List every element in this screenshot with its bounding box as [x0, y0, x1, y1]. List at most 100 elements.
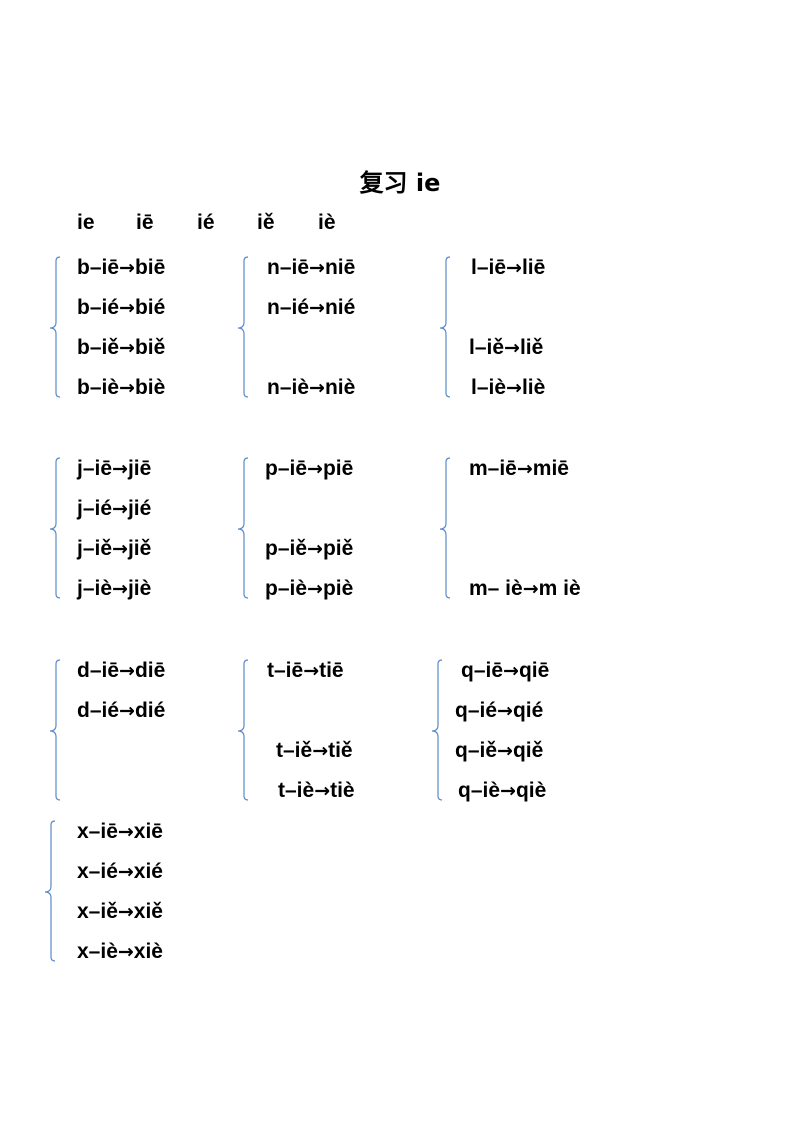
syllable-line: n–iē→niē — [267, 256, 355, 280]
syllable-line: d–iē→diē — [77, 659, 165, 683]
syllable-result: niè — [324, 376, 356, 399]
arrow-icon: → — [112, 578, 128, 600]
syllable-result: m iè — [538, 577, 581, 600]
syllable-result: niē — [324, 256, 356, 279]
arrow-icon: → — [516, 458, 533, 480]
syllable-line: p–iè→piè — [265, 577, 353, 601]
initial-final: l–iè — [471, 376, 507, 399]
syllable-result: miē — [532, 457, 569, 480]
syllable-line: d–ié→dié — [77, 699, 165, 723]
arrow-icon: → — [500, 780, 516, 802]
syllable-result: diē — [134, 659, 166, 682]
initial-final: p–iě — [265, 537, 308, 560]
syllable-line: l–iē→liē — [471, 256, 545, 280]
initial-final: x–iě — [77, 900, 118, 923]
arrow-icon: → — [506, 257, 522, 279]
initial-final: q–iē — [461, 659, 504, 682]
tone-item: ié — [197, 211, 215, 234]
initial-final: d–ié — [77, 699, 120, 722]
syllable-line: j–iè→jiè — [77, 577, 151, 601]
initial-final: l–iě — [469, 336, 505, 359]
syllable-result: nié — [324, 296, 356, 319]
syllable-result: jié — [127, 497, 152, 520]
brace-bracket — [49, 256, 61, 398]
arrow-icon: → — [117, 941, 134, 963]
syllable-line: t–iè→tiè — [278, 779, 355, 803]
syllable-group: d–iē→diē d–ié→dié — [48, 659, 238, 821]
brace-bracket — [44, 820, 56, 962]
arrow-icon: → — [303, 660, 320, 682]
syllable-line: m–iē→miē — [469, 457, 569, 481]
syllable-line: q–iē→qiē — [461, 659, 549, 683]
syllable-line: x–iē→xiē — [77, 820, 163, 844]
syllable-line: p–iē→piē — [265, 457, 353, 481]
arrow-icon: → — [309, 257, 325, 279]
syllable-result: jiè — [127, 577, 152, 600]
initial-final: d–iē — [77, 659, 120, 682]
syllable-result: jiě — [127, 537, 152, 560]
arrow-icon: → — [307, 578, 323, 600]
syllable-result: piè — [322, 577, 354, 600]
arrow-icon: → — [117, 821, 134, 843]
page-title: 复习 ie — [359, 169, 441, 197]
syllable-line: x–iě→xiě — [77, 900, 163, 924]
syllable-result: bié — [134, 296, 166, 319]
syllable-result: tiě — [328, 739, 353, 762]
syllable-line: p–iě→piě — [265, 537, 353, 561]
initial-final: m– iè — [469, 577, 523, 600]
syllable-line: j–ié→jié — [77, 497, 151, 521]
syllable-result: liè — [521, 376, 546, 399]
brace-bracket — [439, 256, 451, 398]
syllable-line: q–iě→qiě — [455, 739, 543, 763]
initial-final: j–ié — [77, 497, 113, 520]
arrow-icon: → — [312, 740, 329, 762]
syllable-result: qiě — [512, 739, 544, 762]
initial-final: b–ié — [77, 296, 120, 319]
tone-item: iě — [257, 211, 275, 234]
initial-final: q–iě — [455, 739, 498, 762]
arrow-icon: → — [314, 780, 331, 802]
syllable-result: xiē — [133, 820, 163, 843]
initial-final: x–iē — [77, 820, 118, 843]
syllable-line: b–iē→biē — [77, 256, 165, 280]
brace-bracket — [237, 457, 249, 599]
arrow-icon: → — [497, 740, 513, 762]
syllable-line: b–iè→biè — [77, 376, 165, 400]
arrow-icon: → — [119, 297, 135, 319]
syllable-result: piē — [322, 457, 354, 480]
initial-final: n–iē — [267, 256, 310, 279]
initial-final: t–iě — [276, 739, 313, 762]
syllable-line: q–ié→qié — [455, 699, 543, 723]
initial-final: j–iě — [77, 537, 113, 560]
initial-final: p–iē — [265, 457, 308, 480]
brace-bracket — [439, 457, 451, 599]
tone-item: iē — [136, 211, 154, 234]
initial-final: p–iè — [265, 577, 308, 600]
syllable-line: x–iè→xiè — [77, 940, 163, 964]
initial-final: n–ié — [267, 296, 310, 319]
syllable-result: biè — [134, 376, 166, 399]
initial-final: x–iè — [77, 940, 118, 963]
syllable-line: x–ié→xié — [77, 860, 163, 884]
arrow-icon: → — [497, 700, 513, 722]
initial-final: l–iē — [471, 256, 507, 279]
initial-final: t–iè — [278, 779, 315, 802]
brace-bracket — [431, 659, 443, 801]
initial-final: q–iè — [458, 779, 501, 802]
syllable-result: qié — [512, 699, 544, 722]
syllable-line: n–ié→nié — [267, 296, 355, 320]
tone-item: ie — [77, 211, 95, 234]
syllable-result: xiè — [133, 940, 163, 963]
arrow-icon: → — [309, 377, 325, 399]
initial-final: x–ié — [77, 860, 118, 883]
arrow-icon: → — [119, 257, 135, 279]
initial-final: n–iè — [267, 376, 310, 399]
